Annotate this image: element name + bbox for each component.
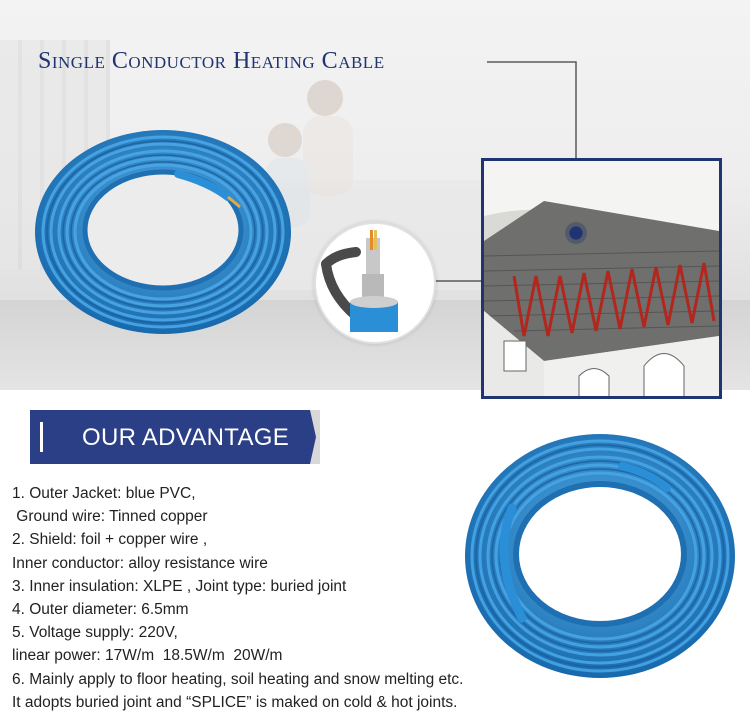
list-item: Ground wire: Tinned copper [12, 508, 208, 526]
list-item: 6. Mainly apply to floor heating, soil h… [12, 670, 464, 688]
feature-list: 1. Outer Jacket: blue PVC, Ground wire: … [12, 482, 532, 714]
list-item: linear power: 17W/m 18.5W/m 20W/m [12, 647, 283, 665]
list-item: Inner conductor: alloy resistance wire [12, 554, 268, 572]
cable-coil-bottom-image [465, 434, 735, 678]
list-item: 2. Shield: foil + copper wire , [12, 531, 208, 549]
list-item: 3. Inner insulation: XLPE , Joint type: … [12, 577, 347, 595]
cable-cross-section-zoom [314, 222, 436, 344]
list-item: 1. Outer Jacket: blue PVC, [12, 485, 196, 502]
list-item: 4. Outer diameter: 6.5mm [12, 601, 189, 619]
cable-cross-section-image [321, 230, 398, 332]
list-item: 5. Voltage supply: 220V, [12, 624, 178, 642]
page-title: Single Conductor Heating Cable [38, 48, 385, 74]
roof-snow-melting-panel [481, 158, 722, 399]
advantage-banner [30, 410, 320, 464]
cable-coil-top-image [35, 130, 291, 334]
callout-marker-dot [565, 222, 587, 244]
background-family-image [265, 80, 353, 228]
list-item: It adopts buried joint and “SPLICE” is m… [12, 693, 458, 711]
roof-snow-melting-image [484, 161, 719, 396]
advantage-title: OUR ADVANTAGE [82, 424, 290, 451]
